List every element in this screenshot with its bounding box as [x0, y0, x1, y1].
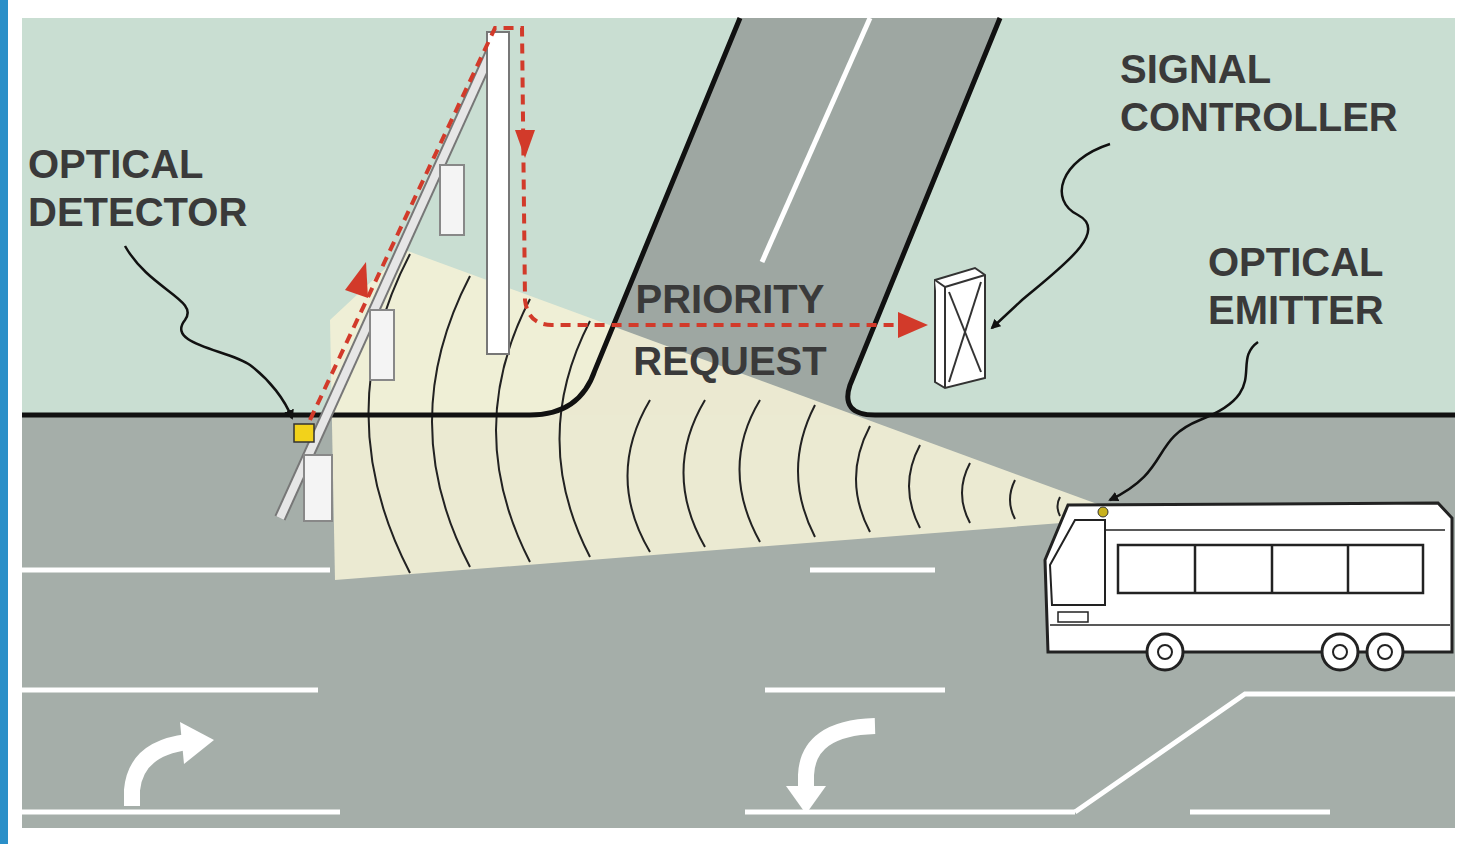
controller-label: SIGNAL CONTROLLER: [1120, 45, 1420, 141]
emitter-label: OPTICAL EMITTER: [1208, 238, 1423, 334]
leader-lines: [125, 144, 1258, 500]
optical-emitter: [1098, 507, 1108, 517]
signal-controller-cabinet: [935, 268, 985, 388]
side-strip: [0, 0, 8, 844]
curb-lines: [22, 18, 1455, 415]
signal-pole: [280, 32, 509, 521]
request-label: PRIORITY REQUEST: [620, 268, 840, 392]
verge: [22, 18, 1455, 828]
turn-arrows: [132, 722, 875, 814]
detector-label: OPTICAL DETECTOR: [28, 140, 273, 236]
priority-request-path: [310, 28, 928, 420]
lane-markings: [22, 18, 1455, 812]
optical-detector: [294, 424, 314, 442]
bus: [1045, 503, 1452, 670]
